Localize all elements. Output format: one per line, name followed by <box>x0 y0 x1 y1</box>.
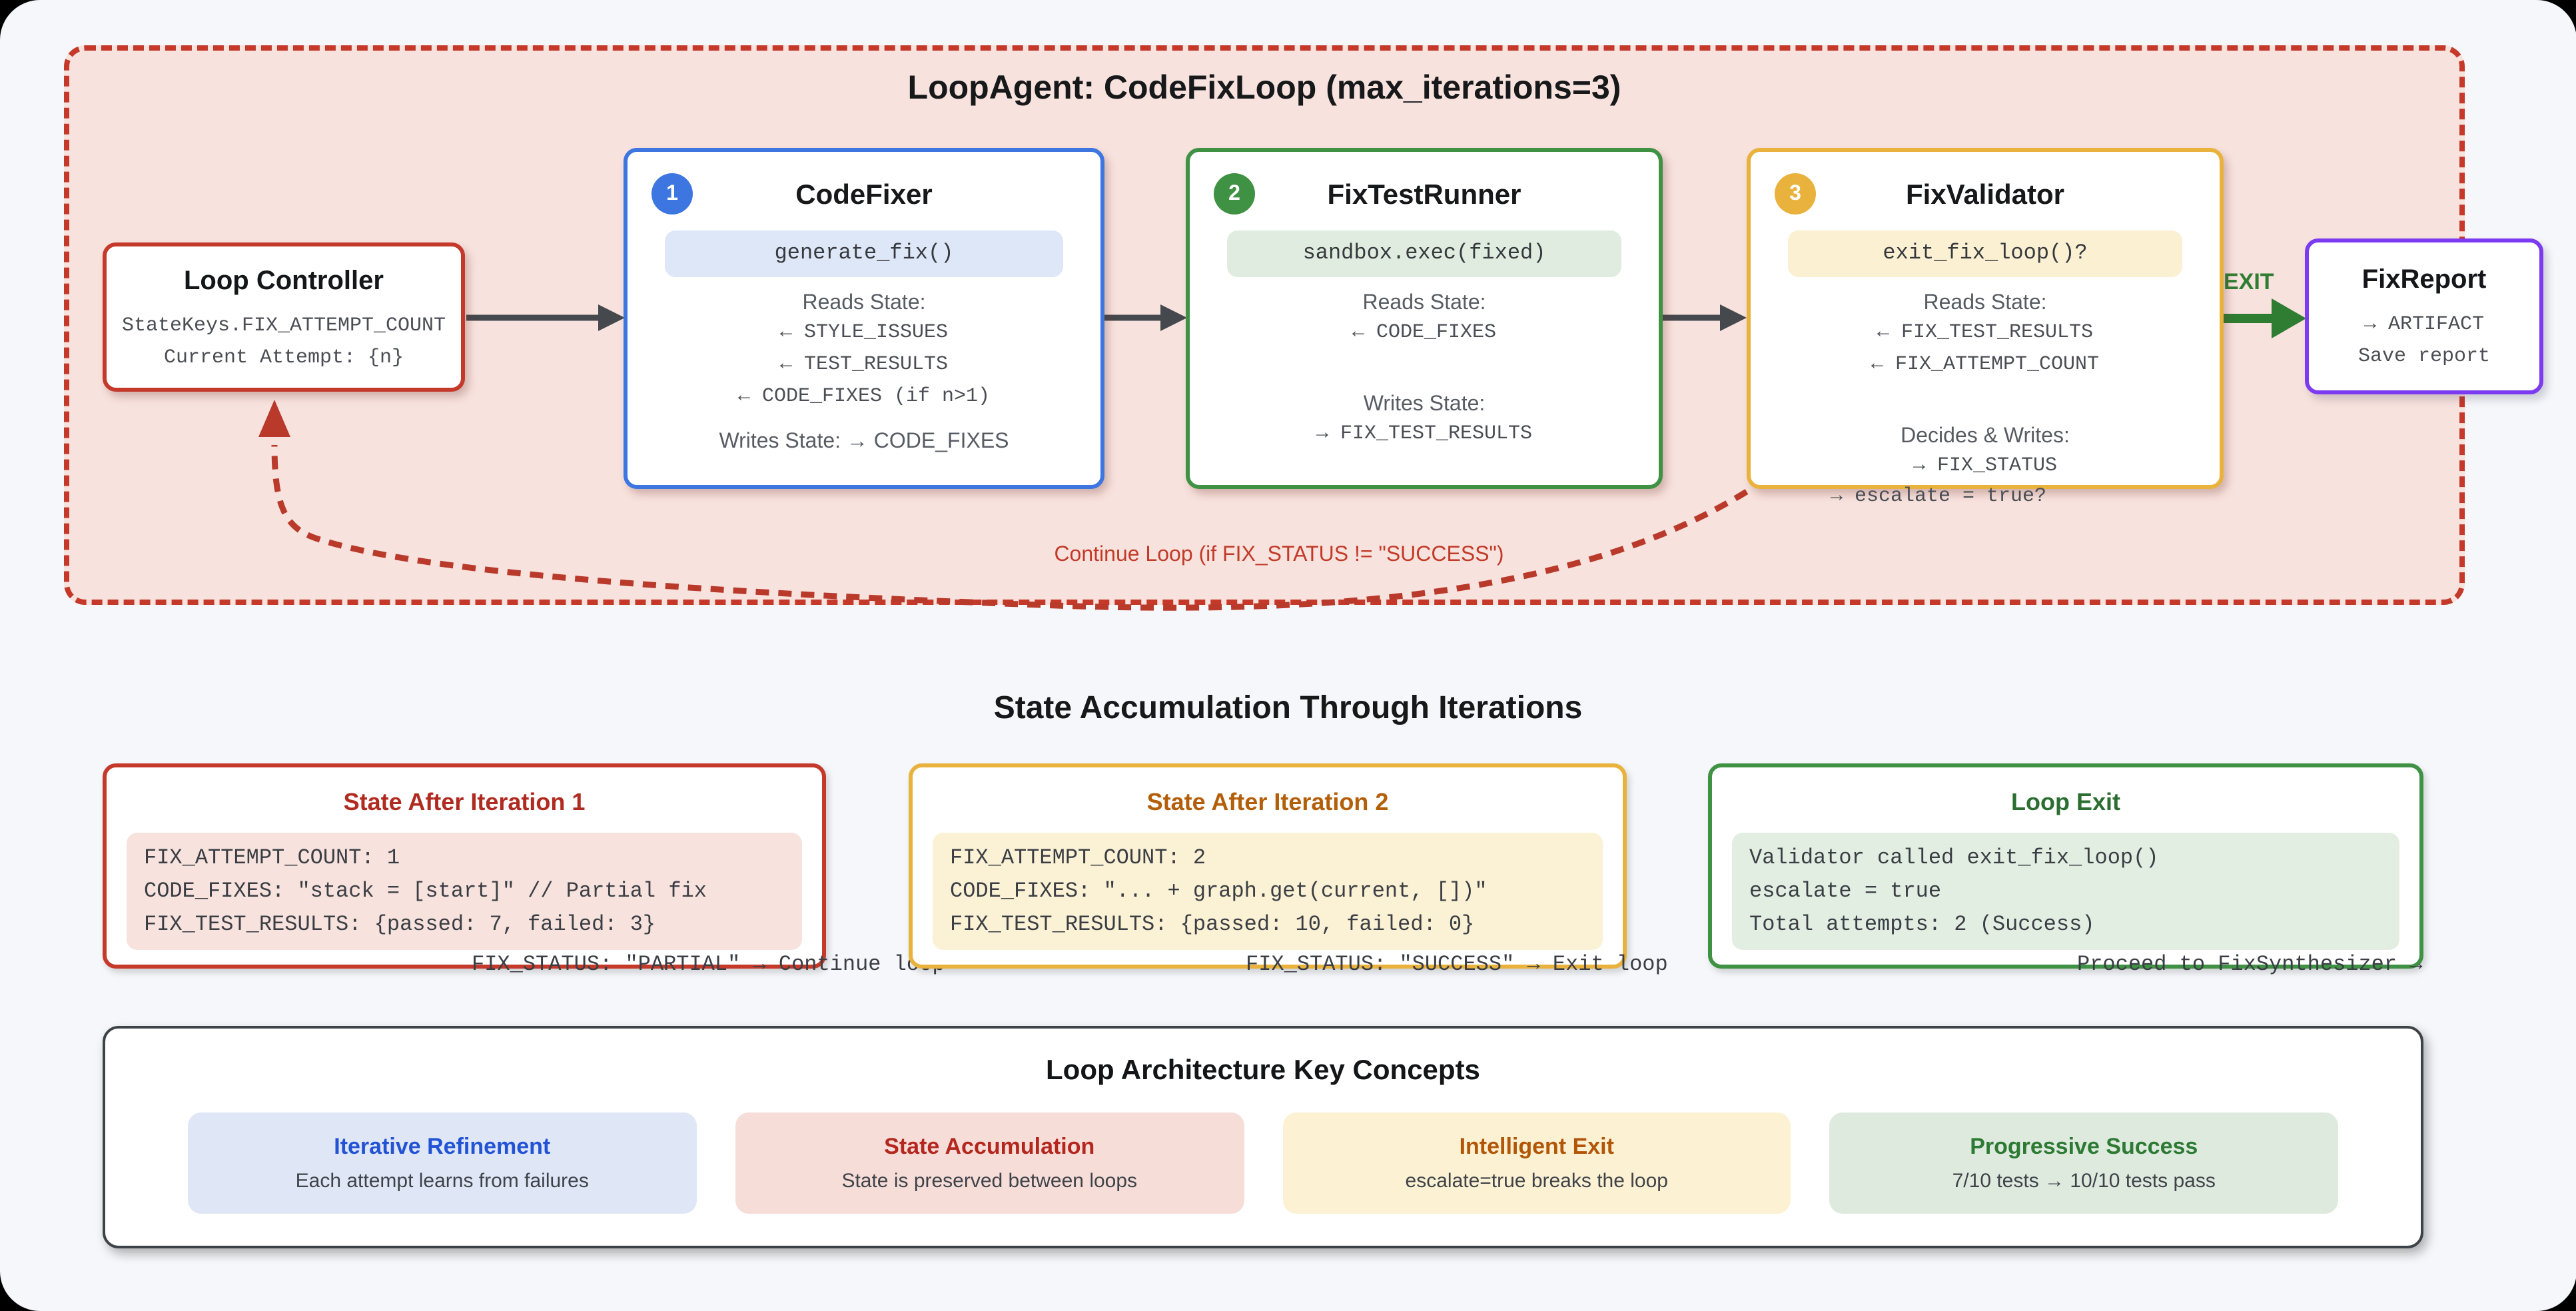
report-save-line: Save report <box>2358 345 2491 368</box>
reads-item: ← CODE_FIXES <box>1352 321 1497 344</box>
exit-label: EXIT <box>2224 269 2274 294</box>
state-code-block: FIX_ATTEMPT_COUNT: 1 CODE_FIXES: "stack =… <box>127 833 802 951</box>
reads-item: ← TEST_RESULTS <box>779 353 949 376</box>
state-box-iteration-2: State After Iteration 2 FIX_ATTEMPT_COUN… <box>909 763 1668 977</box>
continue-loop-label: Continue Loop (if FIX_STATUS != "SUCCESS… <box>1054 544 1504 566</box>
concept-title: Iterative Refinement <box>334 1134 551 1159</box>
reads-state-label: Reads State: <box>802 292 926 314</box>
node-fix-test-runner: 2 FixTestRunner sandbox.exec(fixed) Read… <box>1186 148 1663 489</box>
concept-intelligent-exit: Intelligent Exit escalate=true breaks th… <box>1282 1112 1791 1214</box>
state-overflow-line: FIX_STATUS: "SUCCESS" → Exit loop <box>1246 953 1668 977</box>
node-fix-validator: 3 FixValidator exit_fix_loop()? Reads St… <box>1747 148 2224 508</box>
step-badge-3: 3 <box>1775 173 1816 215</box>
code-line: Total attempts: 2 (Success) <box>1749 912 2095 937</box>
node-title: CodeFixer <box>795 180 933 211</box>
code-line: Validator called exit_fix_loop() <box>1749 846 2159 870</box>
concept-desc: State is preserved between loops <box>841 1170 1138 1192</box>
concept-desc: escalate=true breaks the loop <box>1405 1170 1668 1192</box>
code-line: escalate = true <box>1749 879 1942 903</box>
reads-state-label: Reads State: <box>1362 292 1486 314</box>
code-line: FIX_TEST_RESULTS: {passed: 7, failed: 3} <box>144 912 656 937</box>
writes-state-label: Writes State: <box>1363 393 1486 416</box>
decides-writes-label: Decides & Writes: <box>1901 425 2070 448</box>
state-box-loop-exit: Loop Exit Validator called exit_fix_loop… <box>1708 763 2423 977</box>
spacer <box>1751 381 2220 410</box>
code-line: FIX_ATTEMPT_COUNT: 1 <box>144 846 400 870</box>
concept-progressive-success: Progressive Success 7/10 tests → 10/10 t… <box>1829 1112 2338 1214</box>
state-section-heading: State Accumulation Through Iterations <box>993 690 1583 726</box>
code-line: CODE_FIXES: "... + graph.get(current, []… <box>950 879 1488 903</box>
concept-desc: 7/10 tests → 10/10 tests pass <box>1952 1170 2216 1192</box>
state-box-iteration-1: State After Iteration 1 FIX_ATTEMPT_COUN… <box>103 763 945 977</box>
concept-state-accumulation: State Accumulation State is preserved be… <box>735 1112 1244 1214</box>
state-box-title: State After Iteration 1 <box>343 789 586 815</box>
key-concepts-heading: Loop Architecture Key Concepts <box>1046 1055 1480 1086</box>
method-pill: exit_fix_loop()? <box>1788 230 2182 277</box>
state-box-title: Loop Exit <box>2011 789 2120 815</box>
step-badge-2: 2 <box>1214 173 1255 215</box>
code-line: FIX_TEST_RESULTS: {passed: 10, failed: 0… <box>950 912 1475 937</box>
state-overflow-line: Proceed to FixSynthesizer → <box>2077 953 2423 977</box>
concept-title: State Accumulation <box>884 1134 1095 1159</box>
concept-title: Intelligent Exit <box>1459 1134 1614 1159</box>
method-pill: sandbox.exec(fixed) <box>1227 230 1621 277</box>
key-concepts-card: Loop Architecture Key Concepts Iterative… <box>103 1026 2423 1248</box>
writes-item: → FIX_STATUS <box>1913 454 2058 477</box>
node-fix-report: FixReport → ARTIFACT Save report <box>2305 238 2543 394</box>
node-title: FixValidator <box>1905 180 2065 211</box>
writes-state-line: Writes State: → CODE_FIXES <box>719 430 1009 453</box>
code-line: CODE_FIXES: "stack = [start]" // Partial… <box>144 879 707 903</box>
node-title: FixReport <box>2361 265 2487 294</box>
escalate-overflow-line: → escalate = true? <box>1831 485 2047 508</box>
controller-statekey-line: StateKeys.FIX_ATTEMPT_COUNT <box>121 314 446 337</box>
node-title: FixTestRunner <box>1327 180 1521 211</box>
code-line: FIX_ATTEMPT_COUNT: 2 <box>950 846 1206 870</box>
reads-item: ← FIX_TEST_RESULTS <box>1877 321 2094 344</box>
loop-agent-title: LoopAgent: CodeFixLoop (max_iterations=3… <box>907 69 1621 107</box>
reads-state-label: Reads State: <box>1923 292 2047 314</box>
step-badge-1: 1 <box>651 173 693 215</box>
controller-attempt-line: Current Attempt: {n} <box>163 346 404 369</box>
spacer <box>1190 349 1659 378</box>
node-code-fixer: 1 CodeFixer generate_fix() Reads State: … <box>624 148 1104 489</box>
state-code-block: FIX_ATTEMPT_COUNT: 2 CODE_FIXES: "... + g… <box>933 833 1603 951</box>
method-pill: generate_fix() <box>665 230 1063 277</box>
report-artifact-line: → ARTIFACT <box>2363 313 2484 336</box>
state-overflow-line: FIX_STATUS: "PARTIAL" → Continue loop <box>472 953 945 977</box>
concept-title: Progressive Success <box>1970 1134 2198 1159</box>
node-loop-controller: Loop Controller StateKeys.FIX_ATTEMPT_CO… <box>103 242 465 392</box>
writes-item: → FIX_TEST_RESULTS <box>1316 422 1533 445</box>
concept-desc: Each attempt learns from failures <box>295 1170 589 1192</box>
reads-item: ← CODE_FIXES (if n>1) <box>737 385 991 408</box>
concept-iterative-refinement: Iterative Refinement Each attempt learns… <box>188 1112 697 1214</box>
reads-item: ← FIX_ATTEMPT_COUNT <box>1871 353 2100 376</box>
state-code-block: Validator called exit_fix_loop() escalate… <box>1732 833 2399 951</box>
reads-item: ← STYLE_ISSUES <box>779 321 949 344</box>
concept-row: Iterative Refinement Each attempt learns… <box>188 1112 2338 1214</box>
state-box-title: State After Iteration 2 <box>1146 789 1389 815</box>
node-title: Loop Controller <box>184 266 384 296</box>
